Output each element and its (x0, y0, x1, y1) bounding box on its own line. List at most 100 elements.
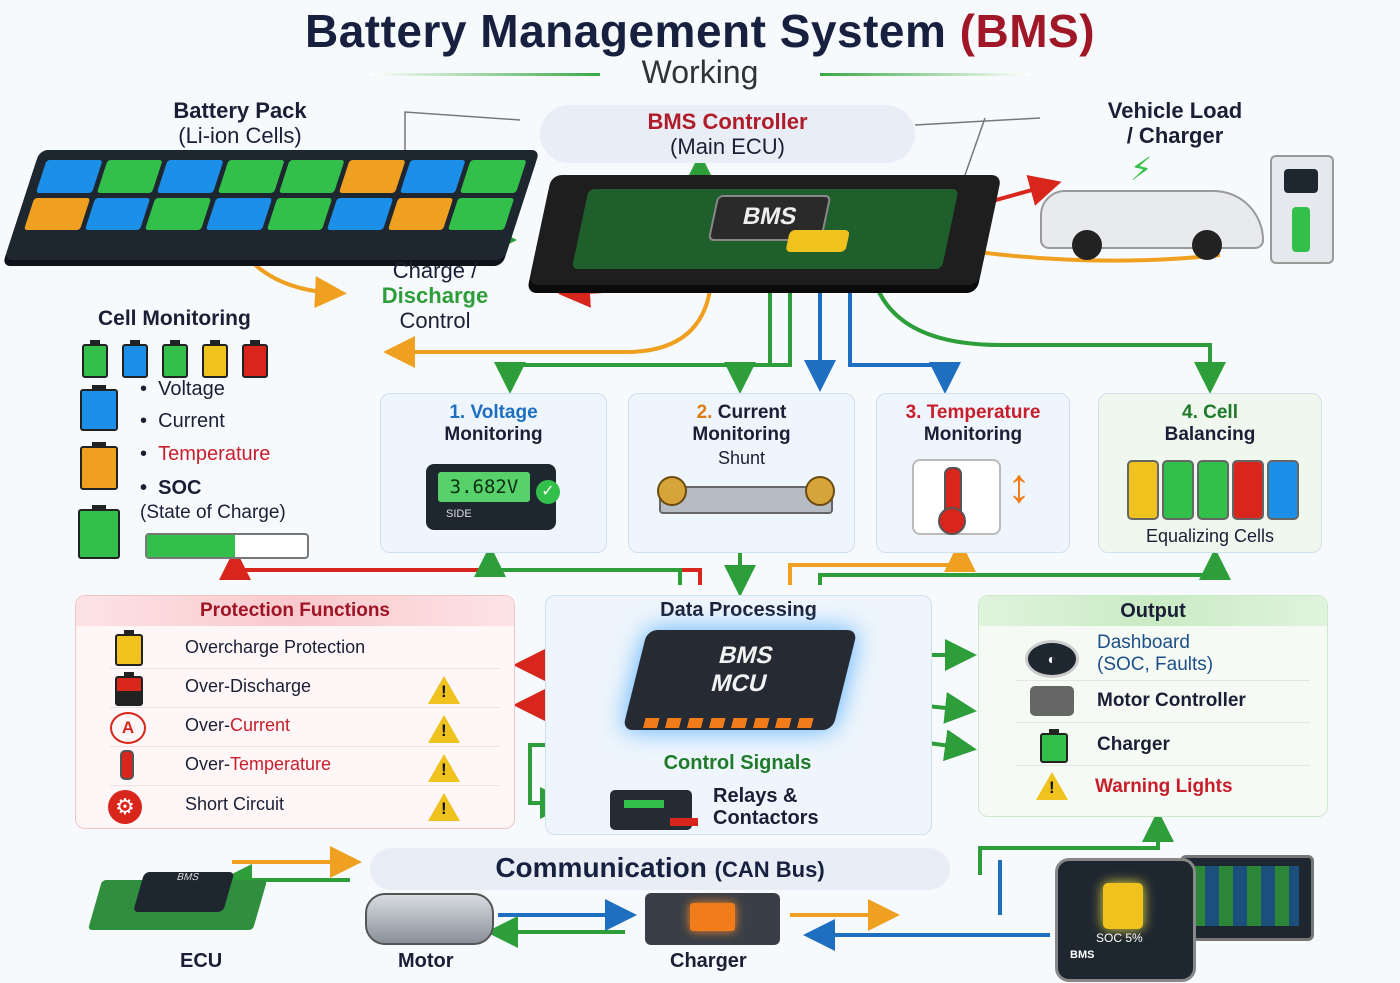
subtitle-rule-right (820, 73, 1030, 76)
equalizing-cells-label: Equalizing Cells (1145, 526, 1275, 546)
charger-battery-icon (1040, 729, 1068, 763)
protection-item-overcharge: Overcharge Protection (185, 637, 366, 657)
phone-app-icon: SOC 5% BMS (1055, 858, 1196, 982)
output-title: Output (979, 596, 1327, 626)
protection-title: Protection Functions (76, 596, 514, 626)
divider (1015, 765, 1310, 766)
device-motor-label: Motor (398, 950, 454, 972)
warning-icon: ! (428, 715, 460, 743)
soc-battery-icon (78, 505, 120, 559)
divider (110, 785, 500, 786)
temperature-battery-icon (80, 442, 118, 490)
car-icon (1040, 190, 1264, 260)
balancing-cells-icon (1127, 460, 1299, 520)
protection-item-overcurrent: Over-Current (185, 715, 291, 735)
shunt-label: Shunt (717, 448, 766, 468)
bms-controller-graphic: BMS (528, 175, 1002, 285)
voltage-battery-icon (80, 385, 118, 431)
warning-lights-icon: ! (1036, 772, 1068, 800)
wire-bms-to-control (558, 275, 621, 308)
page-title: Battery Management System (BMS) (0, 4, 1400, 58)
wire-bms-current (724, 290, 772, 394)
soc-bar-fill (147, 535, 235, 557)
lightning-icon: ⚡ (1130, 151, 1153, 187)
battery-pack-graphic (4, 150, 540, 260)
soc-bar (145, 533, 309, 559)
wire-proc-to-cellmon (219, 548, 702, 585)
checkmark-icon: ✓ (536, 480, 560, 504)
bms-controller-label: BMS Controller (Main ECU) (647, 109, 808, 159)
device-charger-label: Charger (670, 950, 747, 972)
bms-controller-pill (540, 105, 915, 163)
overcharge-battery-icon (115, 630, 143, 666)
divider (110, 746, 500, 747)
divider (1015, 722, 1310, 723)
thermometer-small-icon (120, 750, 134, 780)
ammeter-icon: A (110, 712, 146, 744)
battery-icon (242, 340, 268, 378)
bullet-soc: • SOC (140, 477, 202, 499)
bullet-voltage: • Voltage (140, 378, 225, 400)
relays-contactors-label: Relays &Contactors (713, 785, 819, 829)
battery-pack-label: Battery Pack (Li-ion Cells) (173, 98, 307, 148)
title-accent: (BMS) (959, 5, 1096, 57)
charge-discharge-label: Charge / Discharge Control (381, 258, 489, 333)
short-circuit-gear-icon: ⚙ (108, 790, 142, 824)
battery-icon (162, 340, 188, 378)
protection-item-overdischarge: Over-Discharge (185, 676, 312, 696)
charger-device-icon (645, 893, 780, 945)
leader-bms (914, 117, 1041, 126)
communication-pill (370, 848, 950, 890)
title-main: Battery Management System (304, 5, 947, 57)
dashboard-gauge-icon: ◐ (1025, 640, 1079, 678)
protection-item-overtemperature: Over-Temperature (185, 754, 332, 774)
control-signals-label: Control Signals (663, 752, 812, 774)
warning-icon: ! (428, 754, 460, 782)
relay-icon (610, 790, 698, 830)
ecu-board-icon: BMS (87, 872, 268, 930)
wire-bms-voltage (494, 280, 792, 394)
vehicle-label: Vehicle Load / Charger (1107, 98, 1243, 148)
voltage-reading: 3.682V (438, 472, 530, 502)
wire-proc-to-voltage (474, 545, 682, 585)
output-item-dashboard: Dashboard(SOC, Faults) (1097, 632, 1214, 675)
protection-functions-box: Protection Functions (75, 595, 515, 829)
leader-bms-down (964, 117, 986, 176)
overdischarge-battery-icon (115, 672, 143, 706)
voltmeter-icon: 3.682V SIDE ✓ (426, 464, 560, 530)
motor-controller-icon (1030, 686, 1074, 716)
output-item-warning-lights: Warning Lights (1095, 776, 1233, 797)
communication-label: Communication (CAN Bus) (495, 852, 825, 883)
leader-pack (404, 111, 521, 155)
output-item-charger: Charger (1097, 734, 1170, 755)
page-subtitle: Working (641, 54, 759, 90)
up-down-arrow-icon: ↕ (1007, 460, 1031, 513)
output-item-motor-controller: Motor Controller (1097, 690, 1246, 711)
cell-monitoring-title: Cell Monitoring (98, 307, 251, 330)
data-processing-title: Data Processing (660, 599, 817, 621)
warning-icon: ! (428, 676, 460, 704)
wire-proc-to-temp (788, 540, 976, 585)
cell-monitoring-icons (82, 340, 268, 378)
shunt-icon (657, 476, 835, 514)
warning-icon: ! (428, 793, 460, 821)
soc-note: (State of Charge) (140, 502, 286, 523)
battery-icon (122, 340, 148, 378)
protection-item-short-circuit: Short Circuit (185, 794, 285, 814)
charging-station-icon (1270, 155, 1334, 264)
thermometer-icon (912, 459, 1001, 535)
wire-proc-to-balance (818, 548, 1231, 585)
device-ecu-label: ECU (180, 950, 223, 972)
bullet-current: • Current (140, 410, 225, 432)
motor-icon (365, 893, 494, 945)
divider (110, 668, 500, 669)
bullet-temperature: • Temperature (140, 443, 271, 465)
